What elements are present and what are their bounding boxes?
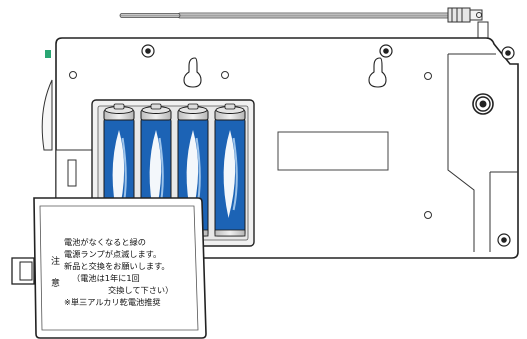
- notice-line: ※単三アルカリ乾電池推奨: [64, 297, 161, 307]
- left-hinge-structure: [55, 149, 97, 203]
- green-indicator: [45, 50, 51, 58]
- screw-hole-icon: [501, 46, 515, 60]
- screw-hole-icon: [497, 233, 511, 247]
- notice-marker-char: 意: [51, 277, 60, 289]
- notice-line: 電池がなくなると緑の: [64, 237, 146, 247]
- keyhole-hanger-icon: [368, 57, 387, 88]
- antenna-jack-icon: [472, 93, 494, 115]
- battery-notice: 注 意 電池がなくなると緑の 電源ランプが点滅します。 新品と交換をお願いします…: [51, 237, 173, 307]
- small-hole-icon: [69, 71, 432, 219]
- battery-cell: [214, 103, 246, 237]
- label-recess: [277, 131, 389, 171]
- tuning-knob: [41, 79, 53, 151]
- notice-line: 新品と交換をお願いします。: [64, 261, 170, 271]
- notice-line: （電池は1年に1回: [72, 273, 140, 283]
- notice-line: 電源ランプが点滅します。: [64, 249, 161, 259]
- right-panel: [447, 53, 518, 252]
- notice-line: 交換して下さい）: [108, 285, 173, 295]
- notice-marker-char: 注: [51, 255, 60, 267]
- screw-hole-icon: [379, 44, 393, 58]
- keyhole-hanger-icon: [183, 57, 202, 88]
- telescopic-antenna-icon: [119, 7, 489, 41]
- battery-cover: [11, 197, 207, 339]
- screw-hole-icon: [141, 44, 155, 58]
